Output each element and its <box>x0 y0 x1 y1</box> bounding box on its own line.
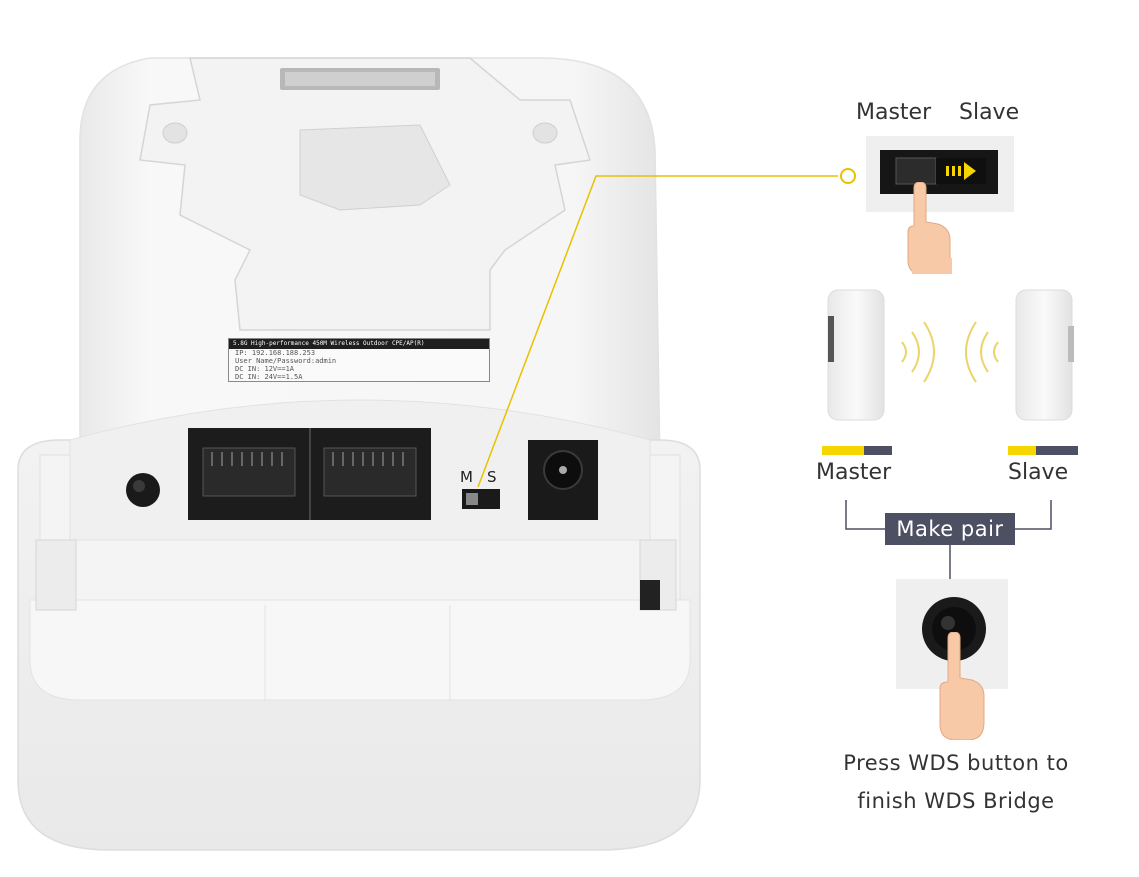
label-line: IP: 192.168.188.253 <box>235 349 316 357</box>
instruction-caption: Press WDS button to finish WDS Bridge <box>820 744 1092 820</box>
switch-label-m: M <box>460 468 473 486</box>
master-label: Master <box>816 460 892 485</box>
switch-label-s: S <box>487 468 497 486</box>
caption-line-2: finish WDS Bridge <box>857 789 1055 813</box>
finger-press-icon <box>907 182 952 274</box>
caption-line-1: Press WDS button to <box>843 751 1069 775</box>
label-header: 5.8G High-performance 450M Wireless Outd… <box>229 339 489 349</box>
label-line: DC IN: 12V==1A <box>235 365 295 373</box>
wireless-link-illustration <box>827 289 1074 421</box>
router-body-illustration <box>17 57 701 851</box>
wds-button-icon <box>922 597 986 661</box>
switch-closeup <box>866 136 1014 212</box>
slave-top-label: Slave <box>959 100 1020 125</box>
master-top-label: Master <box>856 100 932 125</box>
device-label-sticker: 5.8G High-performance 450M Wireless Outd… <box>228 338 490 382</box>
make-pair-badge: Make pair <box>885 513 1015 545</box>
slave-status-bar <box>1008 446 1078 455</box>
label-line: User Name/Password:admin <box>235 357 337 365</box>
master-status-bar <box>822 446 892 455</box>
finger-press-icon <box>939 632 985 740</box>
slave-label: Slave <box>1008 460 1069 485</box>
signal-waves-icon <box>901 321 999 383</box>
slide-switch-icon <box>880 150 998 194</box>
label-line: DC IN: 24V==1.5A <box>235 373 303 381</box>
router-device: 5.8G High-performance 450M Wireless Outd… <box>17 57 701 851</box>
